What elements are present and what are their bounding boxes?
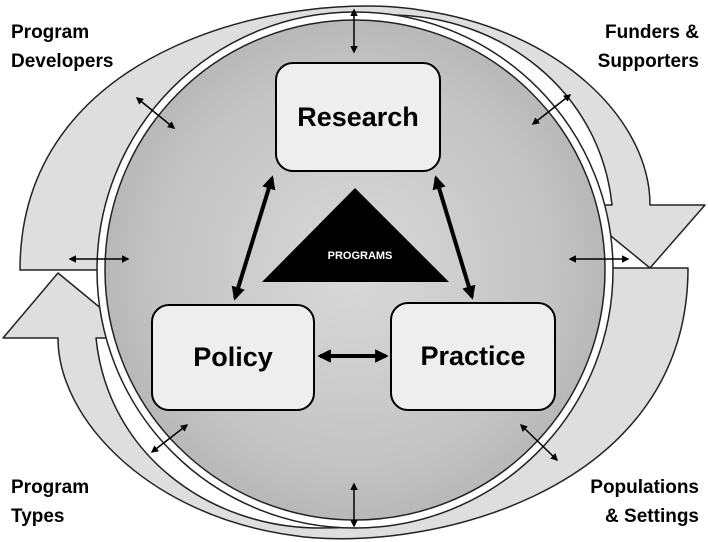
label-line: Types xyxy=(11,506,65,527)
label-line: & Settings xyxy=(605,506,699,527)
node-practice: Practice xyxy=(390,302,556,411)
programs-triangle xyxy=(262,188,449,282)
label-line: Populations xyxy=(590,477,699,498)
node-policy: Policy xyxy=(151,304,315,411)
label-line: Supporters xyxy=(597,51,699,72)
label-funders-supporters: Funders & Supporters xyxy=(598,18,699,76)
node-research: Research xyxy=(275,62,441,172)
label-line: Program xyxy=(11,22,90,43)
node-practice-label: Practice xyxy=(420,341,526,371)
radial-arrow-top-right xyxy=(531,94,572,125)
node-policy-label: Policy xyxy=(193,342,273,372)
radial-arrow-top-left xyxy=(135,97,176,129)
label-line: Program xyxy=(11,477,90,498)
label-line: Developers xyxy=(11,51,114,72)
label-program-developers: Program Developers xyxy=(11,18,113,76)
node-research-label: Research xyxy=(297,101,419,132)
arrow-research-practice xyxy=(432,175,476,300)
programs-label: PROGRAMS xyxy=(327,250,393,262)
label-populations-settings: Populations & Settings xyxy=(590,473,699,531)
arrow-research-policy xyxy=(231,175,276,301)
radial-arrow-bottom-right xyxy=(519,423,559,462)
label-program-types: Program Types xyxy=(11,473,89,531)
label-line: Funders & xyxy=(605,22,699,43)
radial-arrow-bottom-left xyxy=(150,424,189,453)
